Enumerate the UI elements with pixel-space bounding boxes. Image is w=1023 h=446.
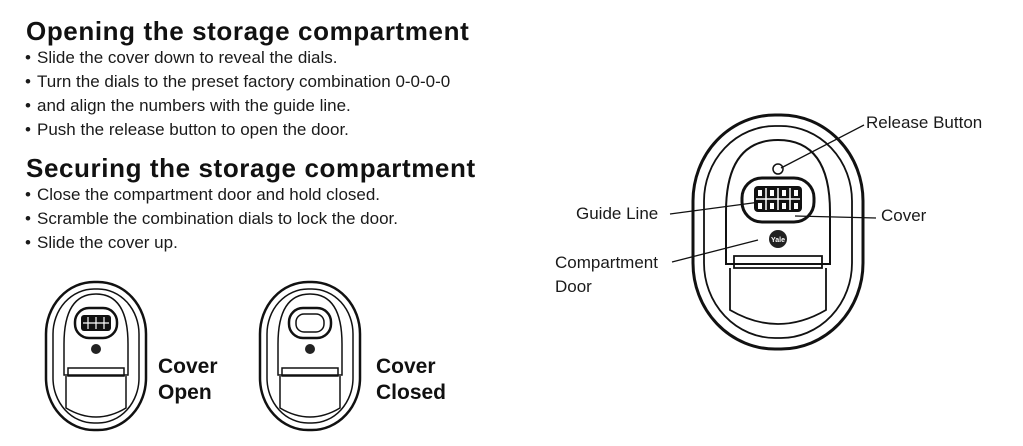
caption-cover-open-line1: Cover xyxy=(158,355,218,378)
callout-compartment-door: Compartment Door xyxy=(555,251,658,299)
callout-compartment-door-line1: Compartment xyxy=(555,253,658,272)
callout-guide-line: Guide Line xyxy=(576,204,659,223)
lock-cover-closed-illustration xyxy=(258,280,362,432)
caption-cover-closed-line2: Closed xyxy=(376,381,447,404)
securing-step: Scramble the combination dials to lock t… xyxy=(24,207,398,231)
heading-securing: Securing the storage compartment xyxy=(26,153,476,183)
heading-opening: Opening the storage compartment xyxy=(26,16,470,46)
securing-step: Slide the cover up. xyxy=(24,231,398,255)
callout-cover: Cover xyxy=(881,206,927,225)
securing-steps-list: Close the compartment door and hold clos… xyxy=(24,183,398,255)
lock-cover-open-illustration xyxy=(44,280,148,432)
yale-logo-icon xyxy=(769,230,787,248)
caption-cover-closed: Cover Closed xyxy=(376,354,446,406)
caption-cover-open-line2: Open xyxy=(158,381,212,404)
opening-step: Push the release button to open the door… xyxy=(24,118,450,142)
opening-step: Slide the cover down to reveal the dials… xyxy=(24,46,450,70)
opening-step: Turn the dials to the preset factory com… xyxy=(24,70,450,94)
lock-detail-illustration: Yale xyxy=(691,113,865,351)
caption-cover-open: Cover Open xyxy=(158,354,218,406)
opening-steps-list: Slide the cover down to reveal the dials… xyxy=(24,46,450,142)
release-button-icon xyxy=(772,163,784,175)
opening-step-continuation: and align the numbers with the guide lin… xyxy=(24,94,450,118)
callout-compartment-door-line2: Door xyxy=(555,277,592,296)
callout-release-button: Release Button xyxy=(866,113,983,132)
securing-step: Close the compartment door and hold clos… xyxy=(24,183,398,207)
svg-text:Yale: Yale xyxy=(771,237,785,244)
caption-cover-closed-line1: Cover xyxy=(376,355,436,378)
